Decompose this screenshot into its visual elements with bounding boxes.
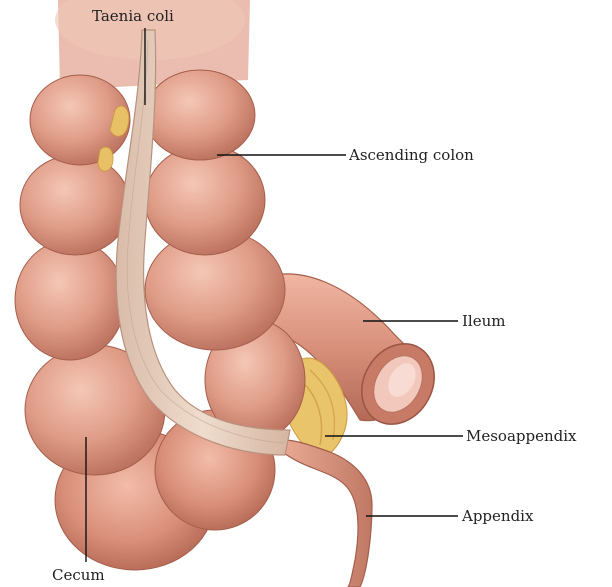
label-ileum: Ileum xyxy=(462,312,505,330)
label-appendix: Appendix xyxy=(462,507,533,525)
label-cecum: Cecum xyxy=(52,566,105,584)
label-mesoappendix: Mesoappendix xyxy=(466,427,577,445)
label-taenia-coli: Taenia coli xyxy=(92,7,174,25)
appendix xyxy=(280,440,372,587)
label-ascending-colon: Ascending colon xyxy=(349,146,474,164)
colon-haustra xyxy=(15,70,305,570)
